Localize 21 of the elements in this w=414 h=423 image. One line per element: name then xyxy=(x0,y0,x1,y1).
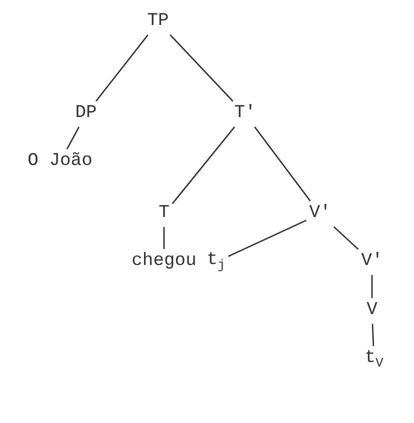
tree-branch xyxy=(254,126,311,202)
tree-label: O João xyxy=(26,151,94,173)
tree-label: chegou xyxy=(130,251,198,273)
tree-label: V' xyxy=(360,251,384,273)
tree-branch xyxy=(163,226,165,250)
tree-branch xyxy=(172,126,236,204)
tree-label: V xyxy=(366,300,378,322)
tree-label: V' xyxy=(308,203,332,225)
tree-branch xyxy=(170,34,234,102)
tree-branch xyxy=(66,126,80,150)
tree-branch xyxy=(333,226,359,250)
tree-label: t$_{j}$ xyxy=(206,250,226,274)
tree-branch xyxy=(96,34,148,102)
tree-label: T' xyxy=(233,103,257,125)
tree-branch xyxy=(228,220,306,257)
tree-branch xyxy=(372,324,374,346)
tree-label: DP xyxy=(74,103,98,125)
tree-label: t$_{V}$ xyxy=(364,348,384,372)
tree-label: T xyxy=(158,203,170,225)
tree-label: TP xyxy=(146,11,170,33)
tree-branch xyxy=(371,274,373,298)
